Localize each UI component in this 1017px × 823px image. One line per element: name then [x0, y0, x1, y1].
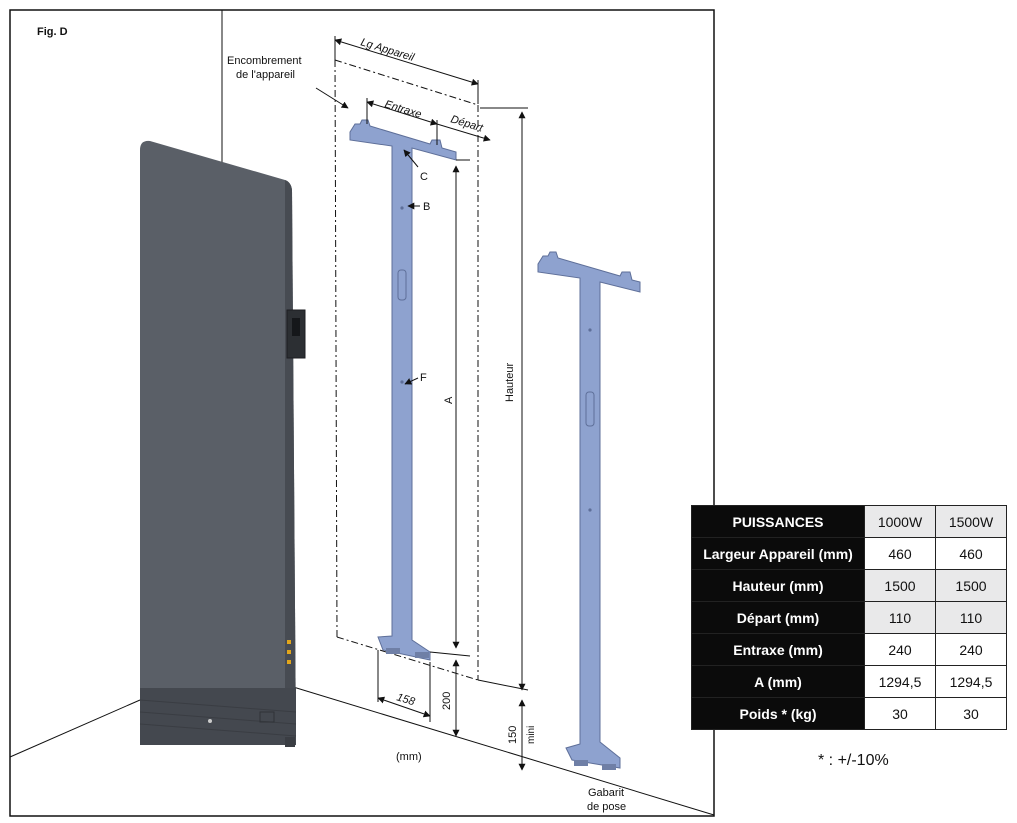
row-label: Largeur Appareil (mm) [692, 538, 865, 570]
dimension-lines [315, 36, 529, 771]
room-corner [9, 10, 715, 816]
label-f: F [420, 372, 427, 384]
row-label: Départ (mm) [692, 602, 865, 634]
table-header-value: 1500W [936, 506, 1006, 538]
specifications-table: PUISSANCES 1000W 1500W Largeur Appareil … [691, 505, 1007, 730]
label-gabarit: Gabarit [588, 787, 624, 799]
label-mini: mini [526, 726, 537, 744]
row-value: 240 [936, 634, 1006, 666]
row-value: 1294,5 [936, 666, 1006, 698]
row-value: 460 [865, 538, 936, 570]
label-b: B [423, 201, 430, 213]
label-158: 158 [395, 691, 417, 708]
row-label: A (mm) [692, 666, 865, 698]
tolerance-note: * : +/-10% [818, 752, 889, 769]
template-bracket [537, 251, 641, 770]
row-label: Entraxe (mm) [692, 634, 865, 666]
table-row: Poids * (kg) 30 30 [692, 698, 1006, 729]
label-de-pose: de pose [587, 801, 626, 813]
row-value: 30 [865, 698, 936, 729]
row-value: 110 [865, 602, 936, 634]
mounting-bracket [349, 119, 457, 661]
figure-title: Fig. D [37, 26, 68, 38]
row-value: 1500 [865, 570, 936, 602]
table-row: Hauteur (mm) 1500 1500 [692, 570, 1006, 602]
label-a: A [443, 396, 455, 404]
label-c: C [420, 171, 428, 183]
row-label: Poids * (kg) [692, 698, 865, 729]
label-200: 200 [441, 692, 453, 710]
table-row: Largeur Appareil (mm) 460 460 [692, 538, 1006, 570]
label-hauteur: Hauteur [504, 363, 516, 402]
table-row: A (mm) 1294,5 1294,5 [692, 666, 1006, 698]
row-value: 460 [936, 538, 1006, 570]
label-150: 150 [507, 726, 519, 744]
row-value: 110 [936, 602, 1006, 634]
table-header-row: PUISSANCES 1000W 1500W [692, 506, 1006, 538]
table-row: Départ (mm) 110 110 [692, 602, 1006, 634]
label-unit: (mm) [396, 751, 422, 763]
row-label: Hauteur (mm) [692, 570, 865, 602]
row-value: 1294,5 [865, 666, 936, 698]
table-header-label: PUISSANCES [692, 506, 865, 538]
table-row: Entraxe (mm) 240 240 [692, 634, 1006, 666]
radiator-illustration [139, 140, 306, 747]
row-value: 240 [865, 634, 936, 666]
label-encombrement: Encombrement [227, 55, 302, 67]
table-header-value: 1000W [865, 506, 936, 538]
label-encombrement-2: de l'appareil [236, 69, 295, 81]
installation-diagram: Fig. D [9, 9, 715, 817]
row-value: 1500 [936, 570, 1006, 602]
row-value: 30 [936, 698, 1006, 729]
